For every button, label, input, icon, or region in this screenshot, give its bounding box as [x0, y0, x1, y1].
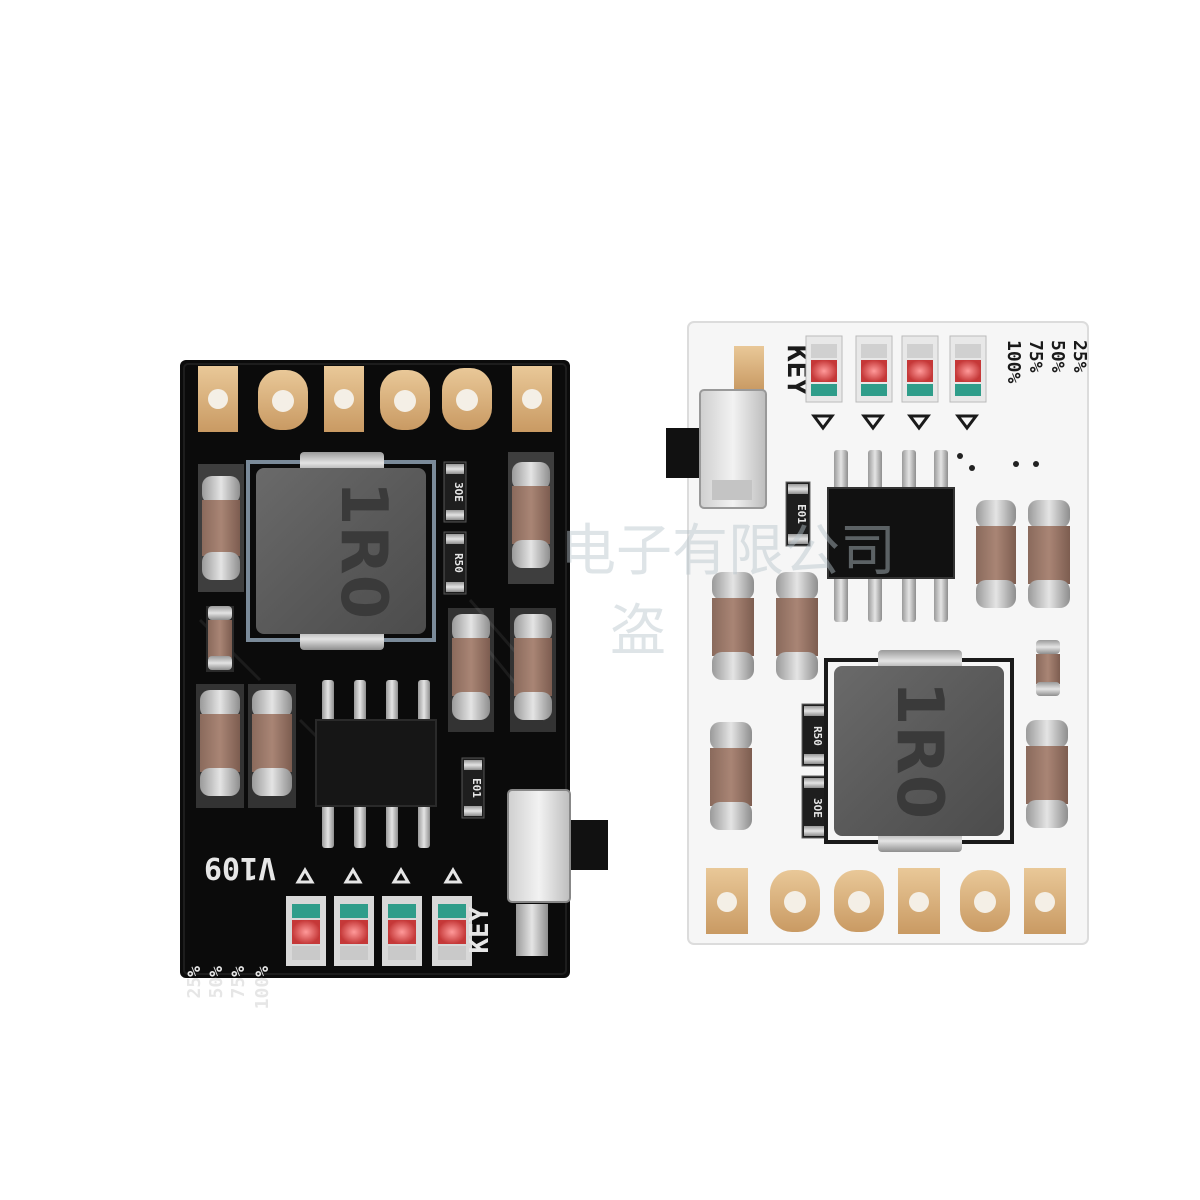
white-resistor-e01: E01	[785, 481, 811, 547]
inductor-marking: 1R0	[882, 681, 956, 819]
white-pcb-module: KEY	[666, 321, 1090, 945]
white-led	[901, 335, 939, 431]
black-version-label: V109	[204, 850, 276, 885]
white-capacitor-left-1	[712, 572, 754, 680]
white-capacitor-left-2	[776, 572, 818, 680]
white-resistor-r50: R50	[801, 703, 827, 767]
black-resistor-e01: E01	[461, 757, 485, 819]
white-capacitor-left-3	[710, 722, 752, 830]
black-led-row	[286, 867, 472, 966]
white-slide-switch	[666, 389, 767, 509]
inductor-marking: 1R0	[326, 481, 400, 619]
black-led	[432, 867, 472, 966]
black-small-capacitor	[206, 606, 234, 672]
black-resistor-3oe: 3OE	[443, 461, 467, 523]
black-top-pads	[198, 366, 552, 432]
svg-text:E01: E01	[795, 504, 808, 524]
svg-text:50%: 50%	[1047, 340, 1068, 373]
svg-text:3OE: 3OE	[452, 482, 465, 502]
black-capacitor-mid-2	[510, 608, 556, 732]
svg-text:25%: 25%	[184, 966, 205, 999]
white-capacitor-right-3	[1026, 720, 1068, 828]
black-capacitor-low-1	[196, 684, 244, 808]
black-led	[334, 867, 374, 966]
svg-text:E01: E01	[470, 778, 483, 798]
white-ic-chip	[827, 450, 955, 622]
black-resistor-r50: R50	[443, 531, 467, 595]
black-slide-switch	[507, 789, 608, 956]
white-inductor: 1R0	[824, 650, 1014, 852]
white-led	[855, 335, 893, 431]
black-inductor: 1R0	[246, 452, 436, 650]
svg-text:100%: 100%	[1003, 340, 1024, 384]
svg-text:25%: 25%	[1069, 340, 1090, 373]
black-led	[382, 867, 422, 966]
white-resistor-3oe: 3OE	[801, 775, 827, 839]
svg-text:3OE: 3OE	[811, 798, 824, 818]
white-capacitor-right-1	[976, 500, 1016, 608]
black-ic-chip	[315, 680, 437, 848]
svg-text:75%: 75%	[228, 966, 249, 999]
svg-text:75%: 75%	[1025, 340, 1046, 373]
white-capacitor-right-2	[1028, 500, 1070, 608]
black-capacitor-low-2	[248, 684, 296, 808]
white-led	[805, 335, 843, 431]
watermark: 电子有限公司 盗	[560, 519, 896, 664]
white-bottom-pads	[706, 868, 1066, 934]
svg-text:50%: 50%	[206, 966, 227, 999]
black-level-labels: 25% 50% 75% 100%	[184, 966, 273, 1010]
white-level-labels: 25% 50% 75% 100%	[1003, 340, 1090, 384]
black-capacitor-right-top	[508, 452, 554, 584]
white-led	[949, 335, 987, 431]
black-key-label: KEY	[465, 906, 495, 953]
svg-text:R50: R50	[811, 726, 824, 746]
svg-text:盗: 盗	[610, 599, 666, 664]
black-pcb-module: 1R0 3OE R50	[180, 360, 608, 1009]
black-capacitor-left-top	[198, 464, 244, 592]
white-led-row	[805, 335, 987, 431]
svg-text:100%: 100%	[252, 966, 273, 1010]
svg-text:电子有限公司: 电子有限公司	[560, 519, 896, 584]
white-small-capacitor	[1036, 640, 1060, 696]
svg-text:R50: R50	[452, 553, 465, 573]
black-led	[286, 867, 326, 966]
black-capacitor-mid-1	[448, 608, 494, 732]
